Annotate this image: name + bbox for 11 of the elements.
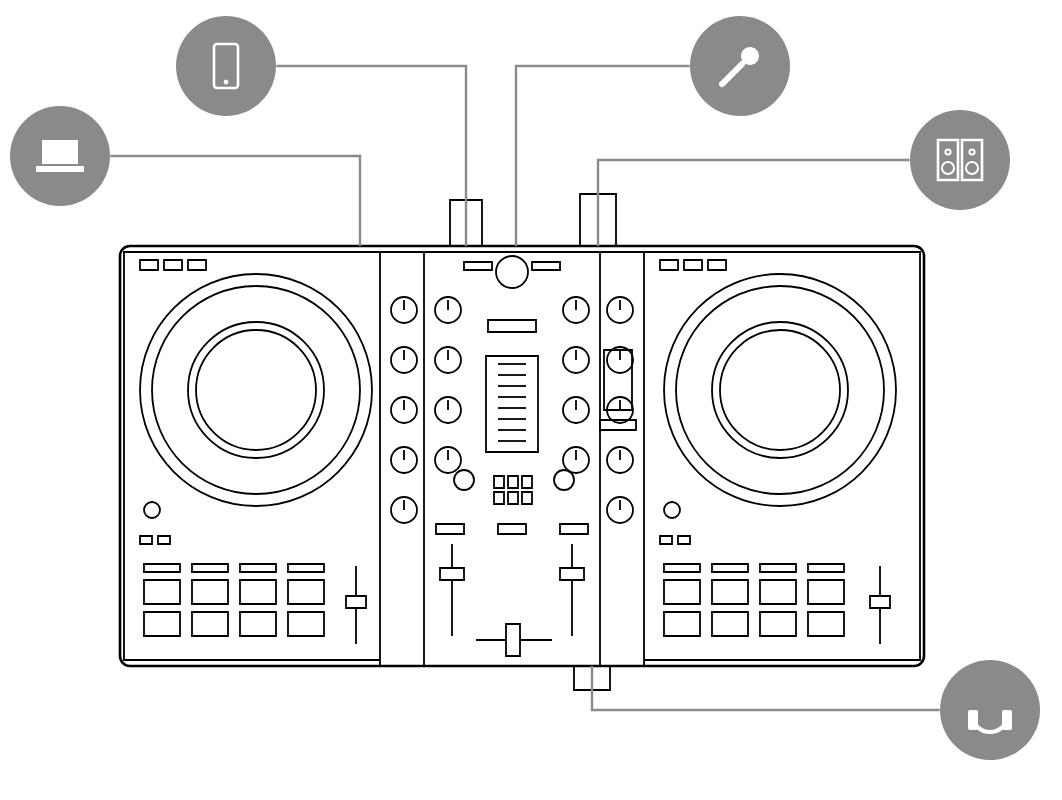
laptop-icon xyxy=(10,106,110,206)
speaker-icon xyxy=(910,110,1010,210)
connector-line xyxy=(110,154,362,246)
microphone-icon xyxy=(690,16,790,116)
phone-icon xyxy=(176,16,276,116)
connector-line xyxy=(590,666,940,712)
connector-line xyxy=(596,158,910,246)
headphones-icon xyxy=(940,660,1040,760)
connector-line xyxy=(276,64,468,246)
connector-line xyxy=(514,64,690,246)
dj-controller-drawing xyxy=(118,193,926,691)
